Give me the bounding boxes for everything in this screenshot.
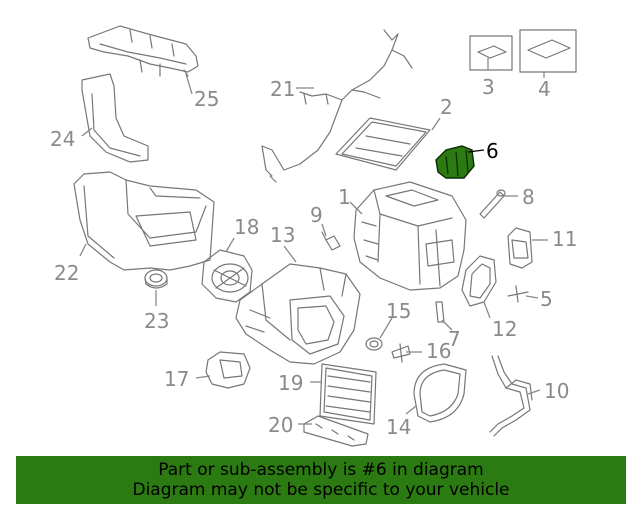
callout-9: 9	[310, 203, 323, 227]
part-19-filter	[319, 363, 377, 425]
part-10-hose	[489, 355, 533, 437]
part-22-housing	[73, 171, 215, 271]
callout-22: 22	[54, 261, 79, 285]
callout-10: 10	[544, 379, 569, 403]
part-14-seal	[413, 363, 467, 423]
part-13-case	[235, 263, 361, 365]
part-1-main-case	[353, 181, 467, 291]
callout-19: 19	[278, 371, 303, 395]
callout-5: 5	[540, 287, 553, 311]
callout-3: 3	[482, 75, 495, 99]
callout-20: 20	[268, 413, 293, 437]
part-20-strip	[303, 415, 369, 447]
part-3-box	[469, 35, 513, 71]
part-23-ring	[144, 269, 168, 289]
callout-labels: 25 24 22 23 18 13 17 19 20 21 2 3 4 6 1 …	[50, 75, 577, 439]
info-banner: Part or sub-assembly is #6 in diagram Di…	[16, 456, 626, 504]
part-5-pin	[507, 285, 529, 303]
part-8-sensor	[479, 189, 506, 219]
callout-25: 25	[194, 87, 219, 111]
part-18-blower-motor	[201, 249, 253, 303]
banner-line-2: Diagram may not be specific to your vehi…	[132, 480, 510, 500]
part-9-connector	[321, 231, 341, 251]
callout-23: 23	[144, 309, 169, 333]
banner-line-1: Part or sub-assembly is #6 in diagram	[158, 460, 484, 480]
callout-8: 8	[522, 185, 535, 209]
part-7-clip	[435, 301, 445, 323]
callout-13: 13	[270, 223, 295, 247]
part-15-grommet	[365, 337, 383, 351]
part-24-duct	[81, 73, 149, 163]
callout-6: 6	[486, 139, 499, 163]
part-17-actuator	[205, 351, 251, 389]
callout-11: 11	[552, 227, 577, 251]
part-16-fitting	[391, 343, 411, 363]
callout-24: 24	[50, 127, 75, 151]
callout-1: 1	[338, 185, 351, 209]
callout-21: 21	[270, 77, 295, 101]
callout-18: 18	[234, 215, 259, 239]
callout-16: 16	[426, 339, 451, 363]
callout-4: 4	[538, 77, 551, 101]
part-6-highlighted	[435, 145, 475, 179]
leader-lines	[79, 58, 548, 425]
part-11-module	[507, 227, 533, 269]
parts-diagram: 25 24 22 23 18 13 17 19 20 21 2 3 4 6 1 …	[50, 25, 577, 447]
part-25-upper-duct	[87, 25, 199, 77]
part-2-frame	[335, 117, 431, 171]
part-21-wiring-harness	[261, 29, 413, 183]
part-4-box	[519, 29, 577, 73]
callout-15: 15	[386, 299, 411, 323]
callout-12: 12	[492, 317, 517, 341]
callout-17: 17	[164, 367, 189, 391]
callout-7: 7	[448, 327, 461, 351]
callout-14: 14	[386, 415, 411, 439]
part-12-gasket	[461, 255, 497, 307]
callout-2: 2	[440, 95, 453, 119]
